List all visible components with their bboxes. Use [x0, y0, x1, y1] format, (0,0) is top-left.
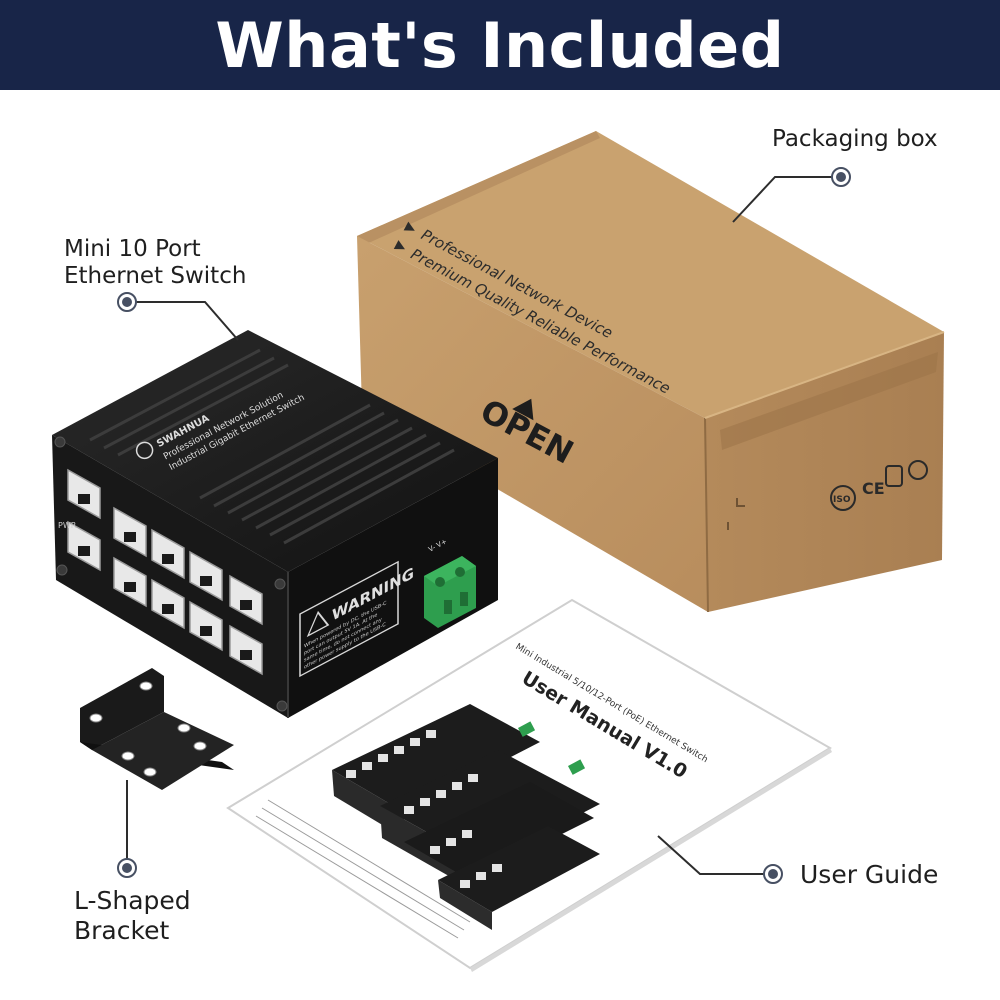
cert-marks: ISO CE [830, 460, 928, 511]
guide-callout-line [657, 835, 770, 875]
guide-label: User Guide [800, 860, 938, 890]
switch-label-line2: Ethernet Switch [64, 263, 247, 289]
switch-front-face [52, 435, 288, 718]
box-label-text: Packaging box [772, 126, 938, 152]
ethernet-switch: SWAHNUA Professional Network Solution In… [52, 330, 498, 718]
svg-text:ISO: ISO [833, 495, 851, 505]
bracket-label-line2: Bracket [74, 916, 170, 945]
box-top-face [357, 131, 944, 418]
switch-label: Mini 10 Port Ethernet Switch [64, 236, 246, 290]
svg-text:PWR: PWR [58, 521, 77, 530]
callouts [117, 167, 851, 884]
guide-label-text: User Guide [800, 860, 939, 889]
manual-switch-photos [332, 704, 600, 930]
box-front-face [357, 236, 708, 612]
switch-top [52, 330, 498, 572]
bracket-label: L-Shaped Bracket [74, 886, 191, 946]
l-shaped-bracket [80, 668, 234, 790]
box-callout-line [732, 176, 841, 223]
switch-callout-line [127, 301, 239, 341]
box-label: Packaging box [772, 126, 938, 153]
bracket-label-line1: L-Shaped [74, 886, 191, 915]
svg-text:CE: CE [862, 479, 885, 498]
page-title: What's Included [215, 8, 785, 82]
user-manual: Mini Industrial 5/10/12-Port (PoE) Ether… [226, 598, 832, 972]
box-side-face [705, 332, 944, 612]
switch-label-line1: Mini 10 Port [64, 236, 201, 262]
switch-side-face [288, 458, 498, 718]
open-arrow-icon [512, 398, 534, 421]
packaging-box: Professional Network Device Premium Qual… [357, 131, 945, 613]
header-banner: What's Included [0, 0, 1000, 90]
